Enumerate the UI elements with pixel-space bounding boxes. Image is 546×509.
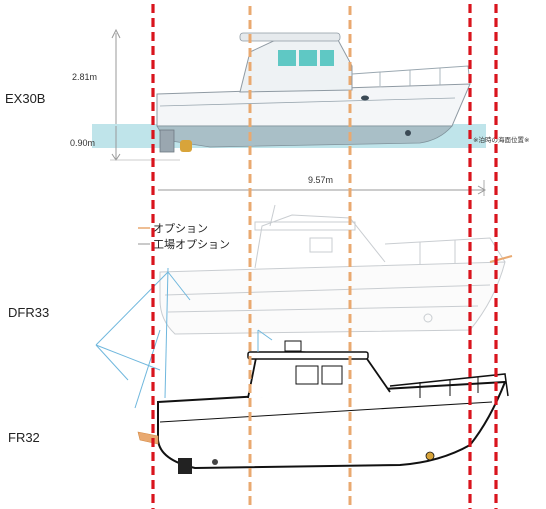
fr32-boat bbox=[157, 340, 509, 474]
ex30b-bow-rail bbox=[351, 65, 471, 85]
dfr33-window bbox=[309, 237, 333, 253]
ex30b-sheer-line bbox=[159, 97, 456, 107]
ex30b-outboard-motor bbox=[159, 129, 175, 153]
ex30b-label: EX30B bbox=[5, 91, 45, 106]
fr32-window bbox=[295, 365, 319, 385]
fr32-bow-rail bbox=[389, 373, 509, 397]
height-dimension-label: 2.81m bbox=[72, 72, 97, 82]
legend-label-option: オプション bbox=[153, 222, 208, 235]
dfr33-rigging bbox=[95, 267, 191, 409]
ex30b-window bbox=[278, 50, 296, 66]
ex30b-propeller bbox=[180, 140, 192, 152]
ex30b-boat bbox=[92, 32, 486, 153]
length-dimension-label: 9.57m bbox=[308, 175, 333, 185]
legend: オプション 工場オプション bbox=[138, 222, 230, 251]
waterline-note: ※泊時の海面位置※ bbox=[473, 135, 529, 144]
draft-dimension-label: 0.90m bbox=[70, 138, 95, 148]
legend-label-factory-option: 工場オプション bbox=[153, 238, 230, 251]
fr32-stern-option bbox=[137, 431, 159, 445]
dfr33-bow-rail bbox=[384, 237, 506, 263]
dfr33-bow-option bbox=[489, 255, 513, 263]
fr32-hull bbox=[157, 380, 507, 470]
dfr33-label: DFR33 bbox=[8, 305, 49, 320]
fr32-keel bbox=[178, 458, 192, 474]
ex30b-window bbox=[299, 50, 317, 66]
dfr33-hull bbox=[159, 261, 506, 335]
red-guide-lines bbox=[151, 4, 498, 509]
fr32-roof bbox=[247, 351, 369, 360]
ex30b-window bbox=[320, 50, 334, 66]
ex30b-roof bbox=[239, 32, 341, 42]
dfr33-cabin bbox=[254, 214, 386, 269]
fr32-label: FR32 bbox=[8, 430, 40, 445]
fr32-window bbox=[321, 365, 343, 385]
fr32-rigging-blue bbox=[257, 329, 273, 341]
ex30b-underwater-hull bbox=[156, 125, 453, 148]
dfr33-boat bbox=[159, 204, 506, 335]
